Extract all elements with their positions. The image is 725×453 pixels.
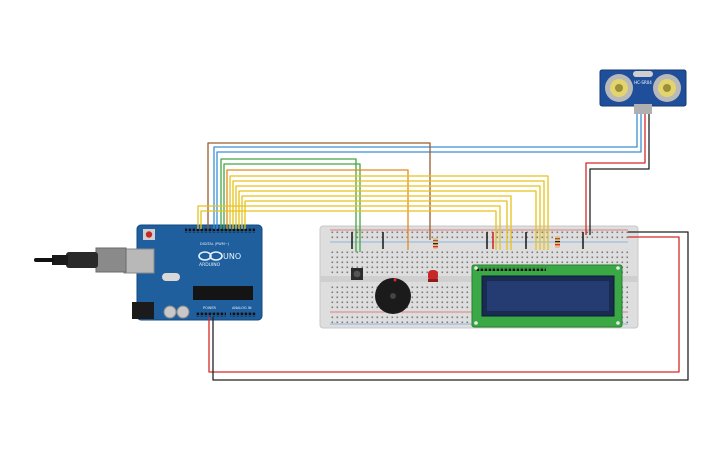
wire-yellow-1: [229, 175, 549, 250]
power-header: [196, 312, 226, 317]
led-icon[interactable]: [428, 270, 438, 282]
arduino-logo-icon: [198, 251, 223, 261]
wire-yellow-6: [244, 200, 508, 250]
power-jack: [132, 302, 154, 319]
pushbutton-icon[interactable]: [351, 268, 363, 280]
wire-power-5v: [208, 236, 680, 373]
digital-header: [185, 228, 255, 233]
microcontroller-chip: [193, 286, 253, 300]
usb-cable-icon: [34, 247, 127, 273]
resistor-icon[interactable]: [433, 238, 438, 249]
wire-orange: [226, 169, 409, 250]
wire-sensor-vcc: [213, 114, 638, 229]
analog-label: ANALOG IN: [232, 306, 252, 310]
breadboard-jumpers: [351, 232, 584, 249]
resistor-icon[interactable]: [555, 236, 560, 248]
top-power-rail: [330, 231, 628, 241]
wire-green-2: [223, 163, 361, 252]
ultrasonic-sensor-icon[interactable]: HC-SR04: [599, 69, 687, 114]
power-label: POWER: [203, 306, 217, 310]
analog-header: [230, 312, 256, 317]
usb-port: [123, 248, 155, 274]
wire-sensor-echo: [585, 114, 646, 235]
wire-sensor-gnd: [589, 114, 650, 235]
wire-sensor-trig: [216, 114, 642, 229]
buzzer-icon[interactable]: [375, 278, 411, 314]
reset-button[interactable]: [145, 231, 153, 238]
wire-yellow-3: [235, 185, 541, 250]
wire-power-gnd: [212, 231, 689, 381]
board-brand-label: UNO: [223, 252, 241, 261]
lcd-display-icon[interactable]: [471, 264, 623, 328]
wires: [197, 114, 689, 381]
digital-label: DIGITAL (PWM~): [200, 242, 230, 246]
wire-yellow-8: [200, 210, 497, 250]
arduino-uno-board[interactable]: UNO ARDUINO DIGITAL (PWM~) POWER ANALOG …: [123, 224, 263, 321]
sensor-model-label: HC-SR04: [634, 80, 652, 85]
wire-yellow-5: [241, 195, 512, 250]
wire-yellow-4: [238, 190, 537, 250]
wire-yellow-2: [232, 180, 545, 250]
wire-yellow-7: [197, 205, 501, 250]
board-logo-text: ARDUINO: [199, 262, 221, 268]
